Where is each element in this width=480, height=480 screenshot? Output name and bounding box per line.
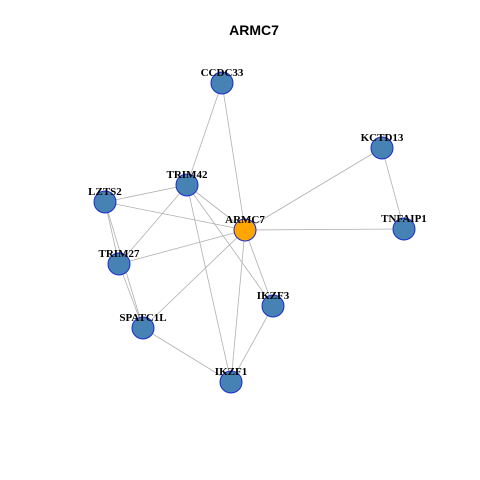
node-label: TNFAIP1 — [381, 213, 427, 225]
edge-armc7-ikzf3 — [244, 229, 274, 307]
node-layer: ARMC7 CCDC33KCTD13TRIM42LZTS2TNFAIP1TRIM2… — [88, 67, 427, 394]
node-trim42: TRIM42 — [167, 169, 208, 197]
edge-lzts2-armc7 — [104, 201, 246, 231]
node-lzts2: LZTS2 — [88, 186, 122, 214]
edge-ccdc33-armc7 — [221, 82, 246, 231]
node-ccdc33: CCDC33 — [201, 67, 244, 95]
node-label: IKZF3 — [257, 290, 290, 302]
node-label: LZTS2 — [88, 186, 122, 198]
node-circle — [392, 217, 416, 241]
edge-trim42-armc7 — [186, 184, 246, 231]
edge-ikzf3-ikzf1 — [230, 305, 274, 383]
node-label: TRIM42 — [167, 169, 208, 181]
node-armc7: ARMC7 — [225, 214, 265, 242]
node-label: IKZF1 — [215, 366, 247, 378]
edge-kctd13-armc7 — [244, 147, 383, 231]
edge-ccdc33-trim42 — [186, 82, 223, 186]
node-label: TRIM27 — [99, 248, 140, 260]
node-circle — [219, 370, 243, 394]
diagram-title: ARMC7 — [229, 22, 279, 38]
node-kctd13: KCTD13 — [361, 132, 404, 160]
node-circle — [107, 252, 131, 276]
edge-armc7-trim27 — [118, 229, 246, 265]
edge-spatc1l-ikzf1 — [142, 327, 232, 383]
node-label: KCTD13 — [361, 132, 404, 144]
edge-trim42-ikzf3 — [186, 184, 274, 307]
node-ikzf3: IKZF3 — [257, 290, 290, 318]
node-circle — [131, 316, 155, 340]
node-tnfaip1: TNFAIP1 — [381, 213, 427, 241]
node-label: ARMC7 — [225, 214, 265, 226]
node-circle — [233, 218, 257, 242]
edge-trim42-lzts2 — [104, 184, 188, 203]
edge-armc7-tnfaip1 — [244, 228, 405, 231]
edge-armc7-ikzf1 — [230, 229, 246, 383]
node-circle — [210, 71, 234, 95]
node-circle — [370, 136, 394, 160]
node-spatc1l: SPATC1L — [119, 312, 167, 340]
node-circle — [93, 190, 117, 214]
edge-trim42-ikzf1 — [186, 184, 232, 383]
edge-armc7-spatc1l — [142, 229, 246, 329]
node-label: SPATC1L — [119, 312, 166, 324]
node-circle — [175, 173, 199, 197]
node-ikzf1: IKZF1 — [215, 366, 247, 394]
edge-kctd13-tnfaip1 — [381, 147, 405, 230]
node-trim27: TRIM27 — [99, 248, 140, 276]
edge-trim42-trim27 — [118, 184, 188, 265]
node-circle — [261, 294, 285, 318]
node-label: CCDC33 — [201, 67, 244, 79]
